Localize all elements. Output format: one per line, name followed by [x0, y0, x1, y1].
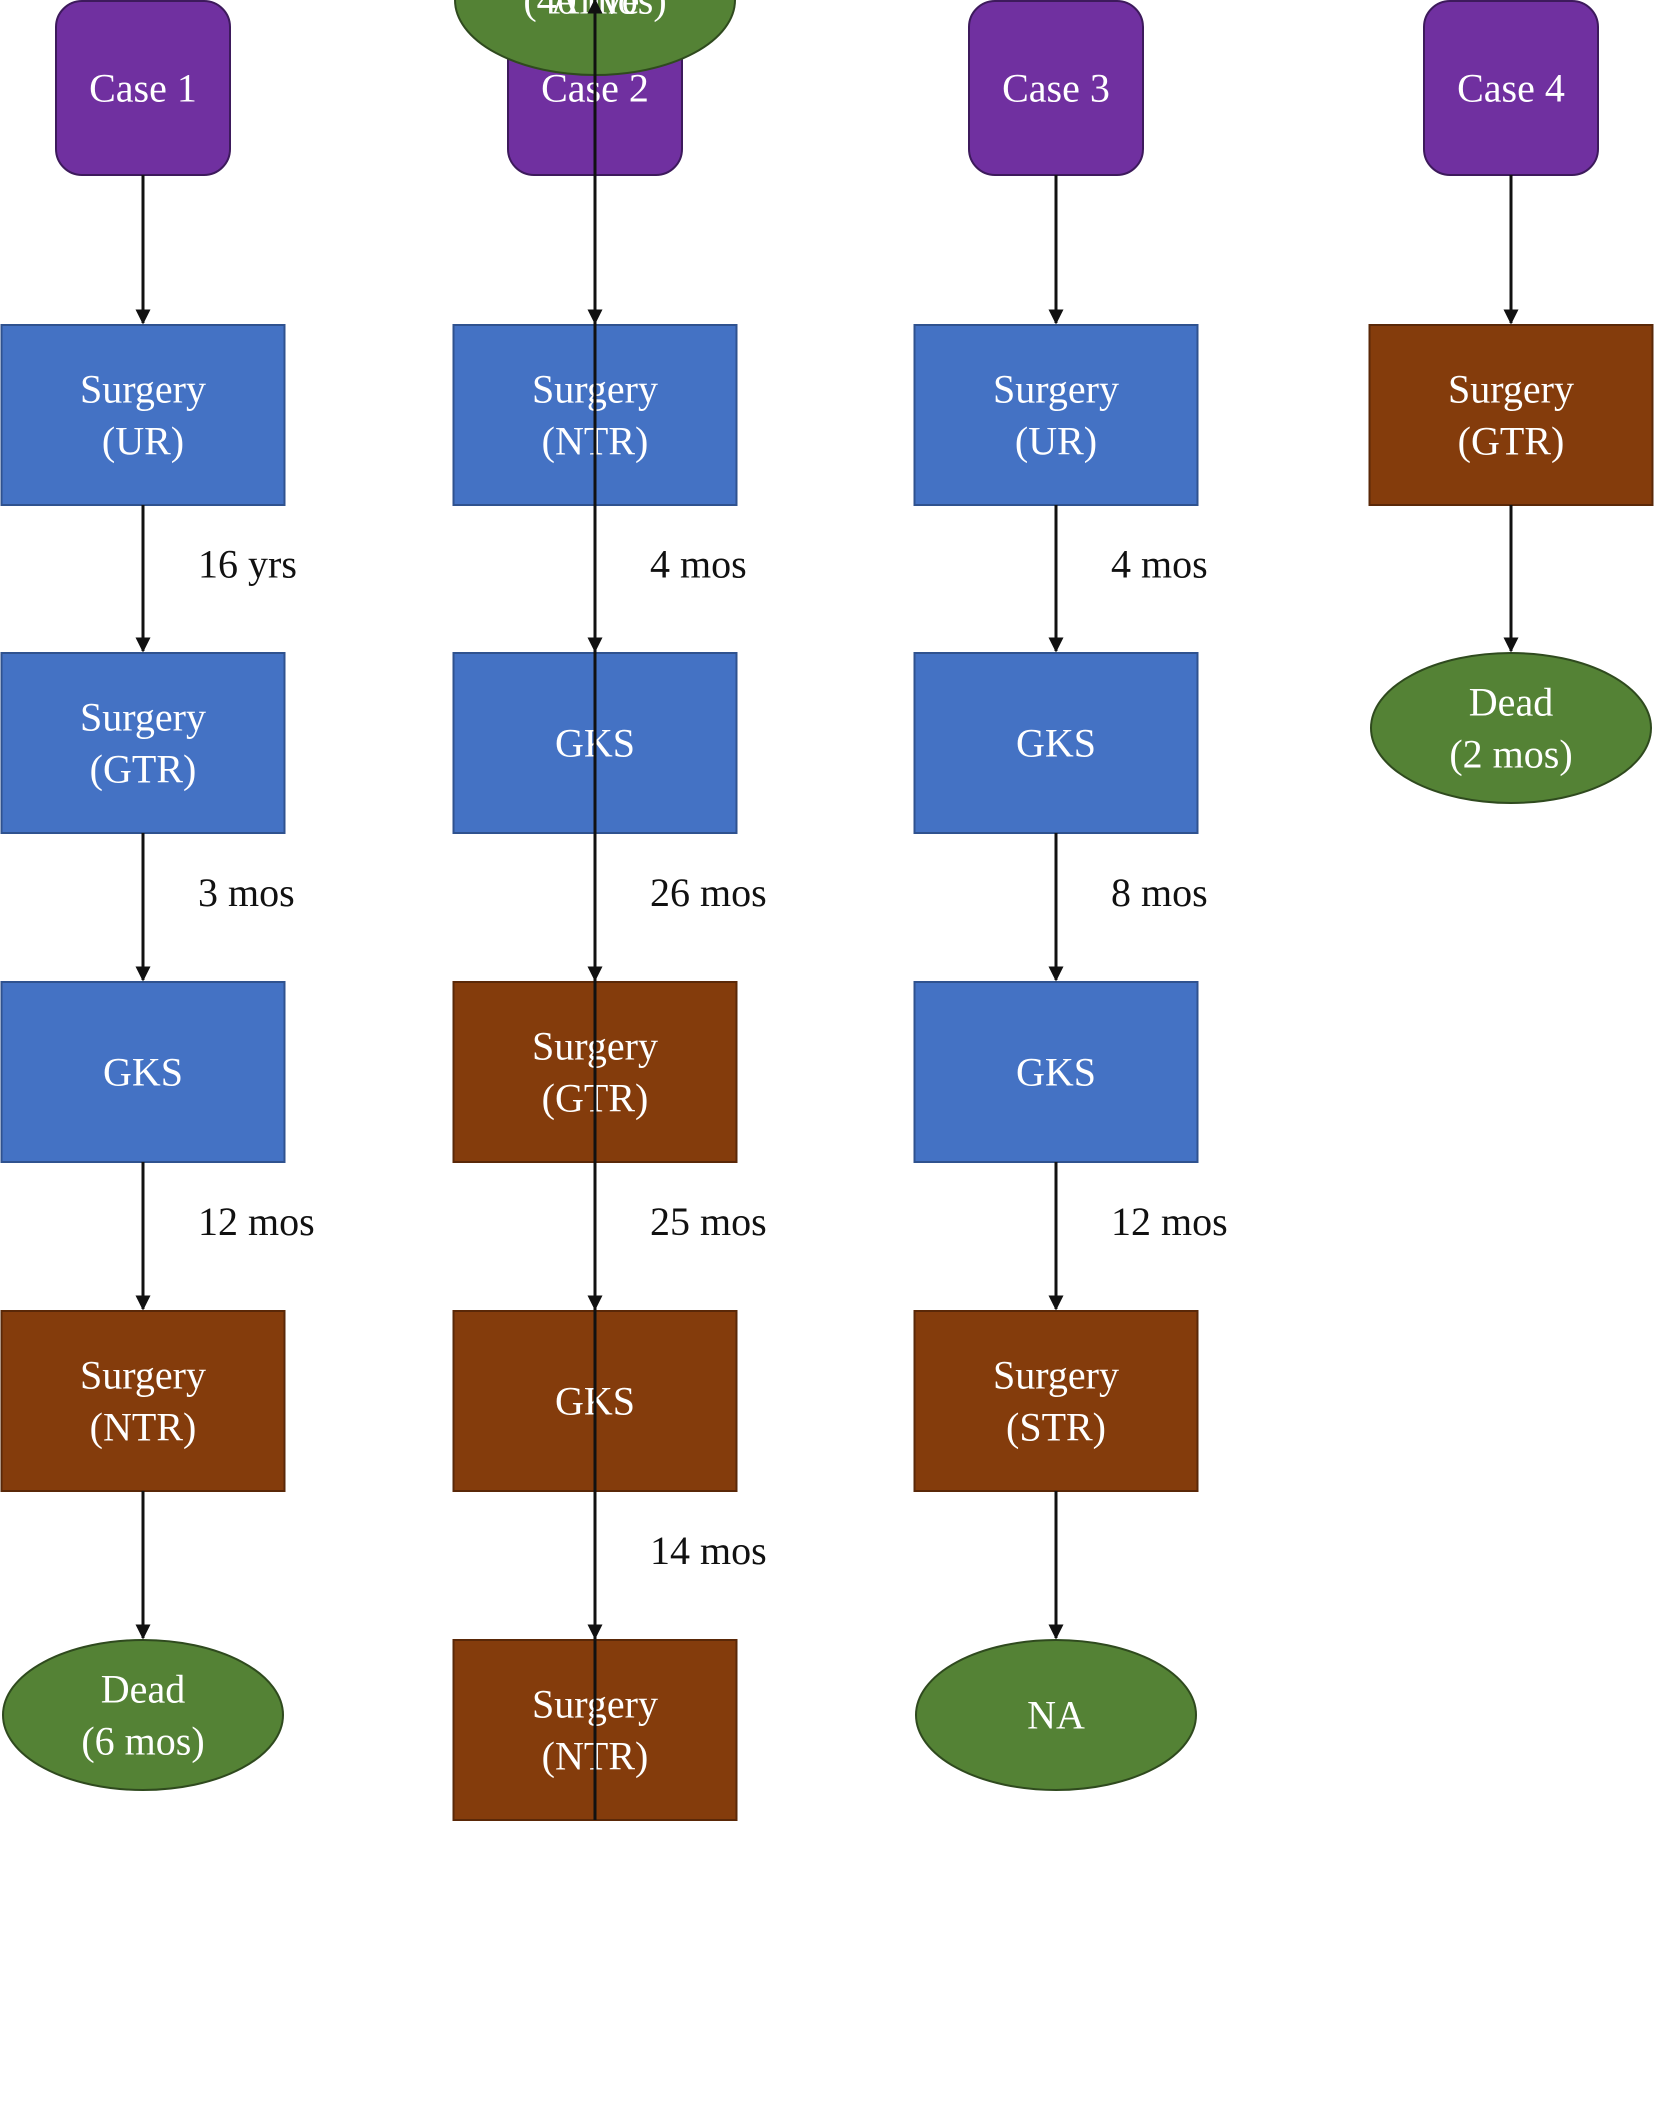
- outcome-oval: [915, 1639, 1197, 1791]
- treatment-step: Surgery (UR): [0, 324, 286, 506]
- treatment-box: [0, 981, 286, 1163]
- treatment-box: [0, 652, 286, 834]
- treatment-label: Surgery: [80, 1353, 206, 1398]
- treatment-box: [913, 324, 1199, 506]
- treatment-label: GKS: [1016, 1050, 1096, 1095]
- outcome-node: Dead (2 mos): [1370, 652, 1652, 804]
- treatment-box: [0, 1310, 286, 1492]
- case-header: Case 3: [968, 0, 1144, 176]
- interval-label: 3 mos: [198, 870, 295, 915]
- treatment-label: Surgery: [80, 695, 206, 740]
- treatment-step: GKS: [0, 981, 286, 1163]
- treatment-step: GKS: [913, 981, 1199, 1163]
- treatment-label: (STR): [1006, 1405, 1106, 1450]
- case-header: Case 1: [55, 0, 231, 176]
- treatment-box: [913, 652, 1199, 834]
- case-header: Case 4: [1423, 0, 1599, 176]
- treatment-box: [0, 324, 286, 506]
- outcome-node: Dead (6 mos): [2, 1639, 284, 1791]
- treatment-label: (GTR): [1458, 419, 1565, 464]
- outcome-node: NA: [915, 1639, 1197, 1791]
- treatment-box: [913, 1310, 1199, 1492]
- case-header-label: Case 4: [1457, 66, 1565, 111]
- interval-label: 8 mos: [1111, 870, 1208, 915]
- interval-label: 4 mos: [1111, 542, 1208, 587]
- treatment-label: (GTR): [90, 747, 197, 792]
- outcome-label: NA: [1027, 1693, 1085, 1738]
- outcome-label: Dead: [101, 1667, 185, 1712]
- interval-label: 4 mos: [650, 542, 747, 587]
- treatment-step: Surgery (GTR): [0, 652, 286, 834]
- interval-label: 16 yrs: [198, 542, 297, 587]
- treatment-box: [1368, 324, 1654, 506]
- interval-label: 25 mos: [650, 1199, 767, 1244]
- treatment-label: Surgery: [993, 1353, 1119, 1398]
- interval-label: 26 mos: [650, 870, 767, 915]
- outcome-oval: [1370, 652, 1652, 804]
- treatment-step: Surgery (GTR): [1368, 324, 1654, 506]
- outcome-oval: [2, 1639, 284, 1791]
- treatment-label: Surgery: [1448, 367, 1574, 412]
- treatment-label: (UR): [1015, 419, 1097, 464]
- treatment-step: Surgery (STR): [913, 1310, 1199, 1492]
- treatment-step: GKS: [913, 652, 1199, 834]
- treatment-box: [913, 981, 1199, 1163]
- treatment-label: Surgery: [80, 367, 206, 412]
- case-header-label: Case 3: [1002, 66, 1110, 111]
- treatment-label: GKS: [1016, 721, 1096, 766]
- outcome-label: (2 mos): [1449, 732, 1572, 777]
- treatment-label: (UR): [102, 419, 184, 464]
- treatment-label: (NTR): [90, 1405, 197, 1450]
- outcome-label: Dead: [1469, 680, 1553, 725]
- interval-label: 12 mos: [1111, 1199, 1228, 1244]
- case-column-4: Case 4 Surgery (GTR) Dead (2 mos): [1368, 0, 1654, 804]
- treatment-label: GKS: [103, 1050, 183, 1095]
- interval-label: 12 mos: [198, 1199, 315, 1244]
- treatment-step: Surgery (NTR): [0, 1310, 286, 1492]
- treatment-label: Surgery: [993, 367, 1119, 412]
- interval-label: 14 mos: [650, 1528, 767, 1573]
- treatment-step: Surgery (UR): [913, 324, 1199, 506]
- case-header-label: Case 1: [89, 66, 197, 111]
- outcome-label: (6 mos): [81, 1719, 204, 1764]
